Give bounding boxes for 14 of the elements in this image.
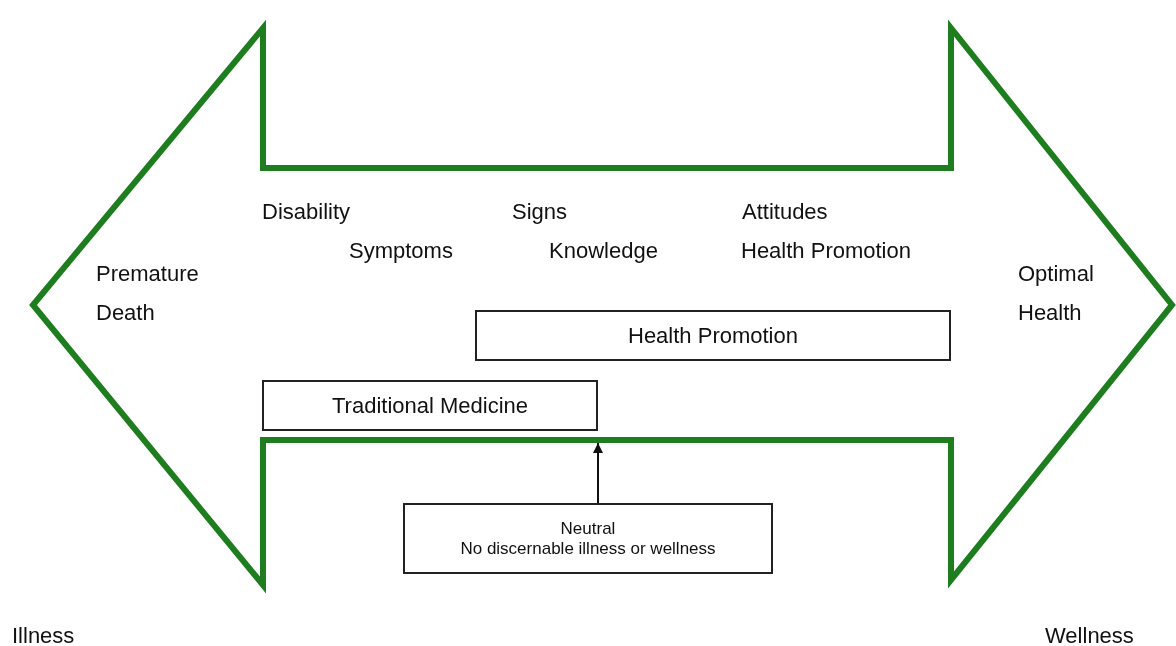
text-box: Health Promotion: [475, 310, 951, 361]
text-label: Disability: [262, 198, 351, 226]
text-box: Neutral No discernable illness or wellness: [403, 503, 773, 574]
text-label: Signs: [512, 198, 568, 226]
text-label: Symptoms: [349, 237, 453, 265]
text-label: Attitudes: [742, 198, 828, 226]
text-box: Traditional Medicine: [262, 380, 598, 431]
text-label: Knowledge: [549, 237, 658, 265]
text-label: Wellness: [1045, 622, 1134, 646]
text-label: Optimal Health: [1018, 260, 1095, 327]
text-label: Illness: [12, 622, 75, 646]
text-label: Health Promotion: [741, 237, 911, 265]
text-label: Premature Death: [96, 260, 200, 327]
arrow: [593, 442, 603, 504]
